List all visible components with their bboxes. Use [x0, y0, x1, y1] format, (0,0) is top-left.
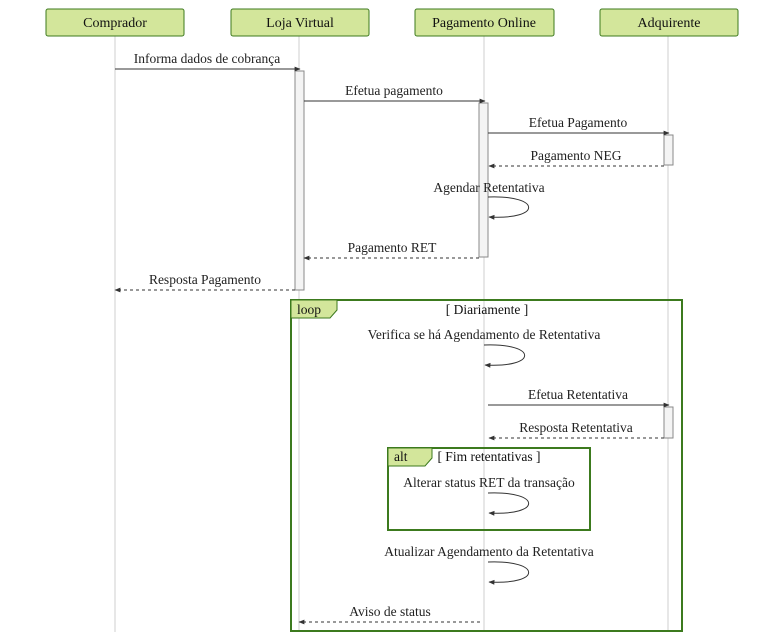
- alt-frame: alt [ Fim retentativas ]: [387, 447, 591, 531]
- actor-loja-virtual: Loja Virtual: [230, 8, 370, 37]
- alt-condition: [ Fim retentativas ]: [437, 449, 540, 464]
- message-label-alterar-status: Alterar status RET da transação: [403, 475, 575, 490]
- message-label-verifica-agendamento: Verifica se há Agendamento de Retentativ…: [368, 327, 601, 342]
- loop-keyword: loop: [297, 302, 321, 317]
- actor-comprador-label: Comprador: [83, 16, 147, 31]
- activation-loja-virtual: [294, 70, 305, 291]
- loop-frame: loop [ Diariamente ]: [290, 299, 683, 632]
- message-label-pagamento-ret: Pagamento RET: [348, 240, 438, 255]
- message-label-aviso-status: Aviso de status: [349, 604, 431, 619]
- actor-loja-virtual-label: Loja Virtual: [266, 16, 334, 31]
- actor-pagamento-online-label: Pagamento Online: [432, 16, 536, 31]
- arrow-alterar-status: [487, 492, 530, 516]
- message-label-agendar-retentativa: Agendar Retentativa: [433, 180, 544, 195]
- message-label-efetua-pagamento: Efetua pagamento: [345, 83, 443, 98]
- arrow-agendar-retentativa: [487, 196, 530, 220]
- arrow-atualizar-agendamento: [487, 561, 530, 585]
- activation-adquirente-1: [663, 134, 674, 166]
- message-label-efetua-pagamento-adquirente: Efetua Pagamento: [529, 115, 628, 130]
- alt-keyword: alt: [394, 449, 408, 464]
- message-label-resposta-pagamento: Resposta Pagamento: [149, 272, 261, 287]
- actor-pagamento-online: Pagamento Online: [414, 8, 555, 37]
- arrow-verifica-agendamento: [483, 344, 526, 368]
- loop-condition: [ Diariamente ]: [446, 302, 528, 317]
- message-label-pagamento-neg: Pagamento NEG: [530, 148, 621, 163]
- message-label-efetua-retentativa: Efetua Retentativa: [528, 387, 628, 402]
- activation-adquirente-2: [663, 406, 674, 439]
- actor-adquirente-label: Adquirente: [638, 16, 701, 31]
- message-label-informa-dados: Informa dados de cobrança: [134, 51, 281, 66]
- message-label-resposta-retentativa: Resposta Retentativa: [519, 420, 633, 435]
- actor-comprador: Comprador: [45, 8, 185, 37]
- message-label-atualizar-agendamento: Atualizar Agendamento da Retentativa: [384, 544, 594, 559]
- actor-adquirente: Adquirente: [599, 8, 739, 37]
